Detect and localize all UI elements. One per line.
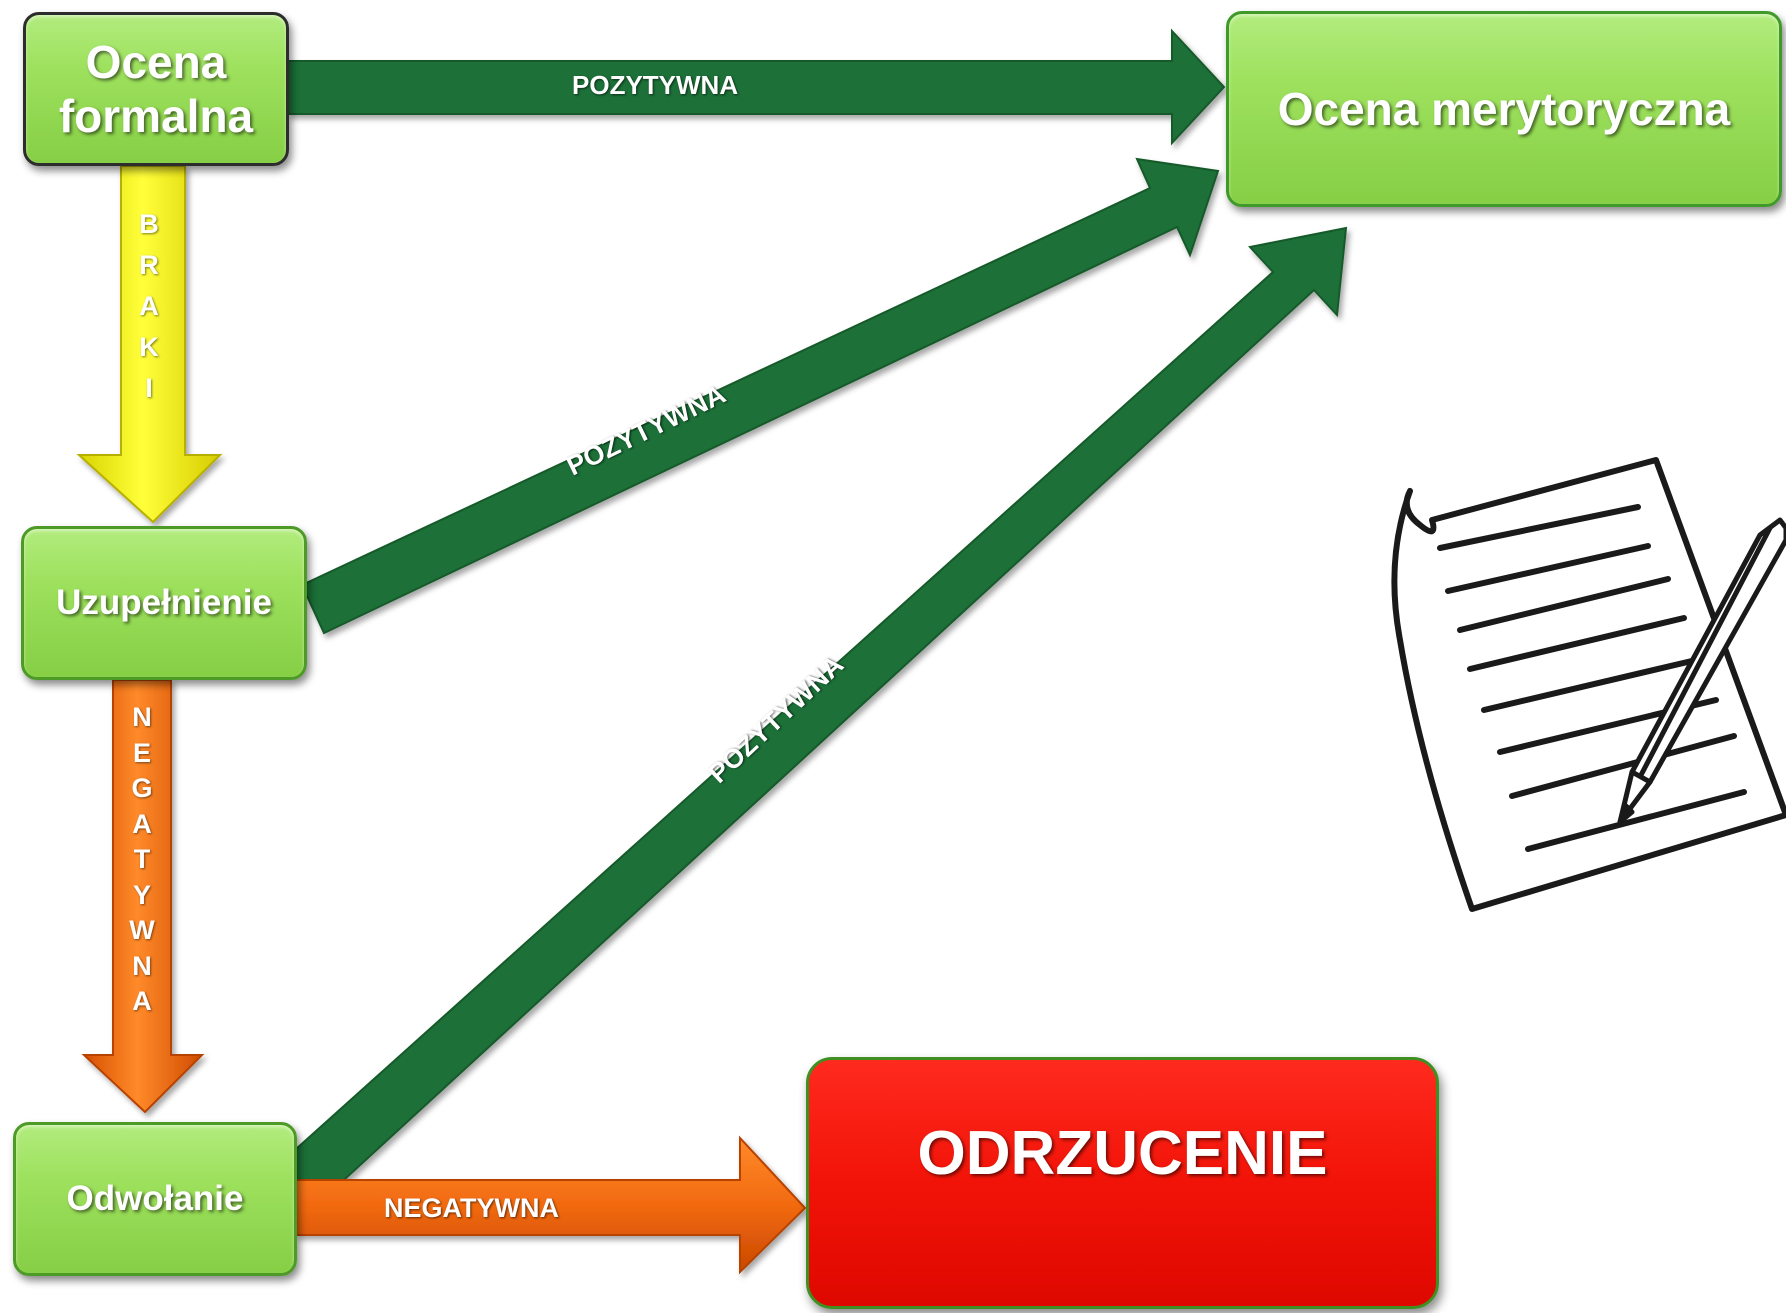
node-ocena-formalna-line2: formalna xyxy=(58,90,254,142)
arrow-odwolanie-to-merytoryczna xyxy=(274,226,1348,1213)
vertical-label-letter: A xyxy=(139,291,159,321)
vertical-label-letter: T xyxy=(133,844,151,874)
arrow-uzupelnienie-to-odwolanie xyxy=(81,679,205,1114)
vertical-label-letter: K xyxy=(139,332,159,362)
vertical-label-letter: A xyxy=(132,986,152,1016)
vertical-label-letter: W xyxy=(129,915,155,945)
vertical-label-letter: A xyxy=(132,808,152,839)
node-ocena-merytoryczna: Ocena merytoryczna xyxy=(1226,11,1782,207)
node-uzupelnienie: Uzupełnienie xyxy=(21,526,307,680)
edge-label-odwolanie-to-odrzucenie: NEGATYWNA xyxy=(384,1193,559,1223)
vertical-label-letter: N xyxy=(132,950,152,981)
node-odrzucenie: ODRZUCENIE xyxy=(806,1057,1439,1309)
node-ocena-formalna-line1: Ocena xyxy=(85,36,227,88)
node-ocena-merytoryczna-label: Ocena merytoryczna xyxy=(1277,83,1731,135)
vertical-label-letter: G xyxy=(131,773,153,803)
vertical-label-letter: B xyxy=(139,209,159,239)
vertical-label-letter: E xyxy=(132,737,151,768)
document-with-pen-icon xyxy=(1391,457,1786,912)
arrow-formalna-to-uzupelnienie xyxy=(76,165,223,524)
node-ocena-formalna: Ocena formalna xyxy=(23,12,289,166)
vertical-label-letter: Y xyxy=(132,879,151,910)
node-uzupelnienie-label: Uzupełnienie xyxy=(56,583,272,622)
vertical-label-letter: N xyxy=(132,702,152,732)
node-odrzucenie-label: ODRZUCENIE xyxy=(917,1118,1328,1188)
arrow-odwolanie-to-odrzucenie xyxy=(295,1135,807,1275)
vertical-label-letter: R xyxy=(139,250,159,280)
vertical-label-letter: I xyxy=(145,373,153,403)
edge-label-formalna-to-merytoryczna: POZYTYWNA xyxy=(572,70,739,100)
arrow-uzupelnienie-to-merytoryczna xyxy=(300,157,1220,635)
node-odwolanie-label: Odwołanie xyxy=(66,1179,244,1218)
arrow-formalna-to-merytoryczna xyxy=(287,28,1226,146)
node-odwolanie: Odwołanie xyxy=(13,1122,297,1276)
